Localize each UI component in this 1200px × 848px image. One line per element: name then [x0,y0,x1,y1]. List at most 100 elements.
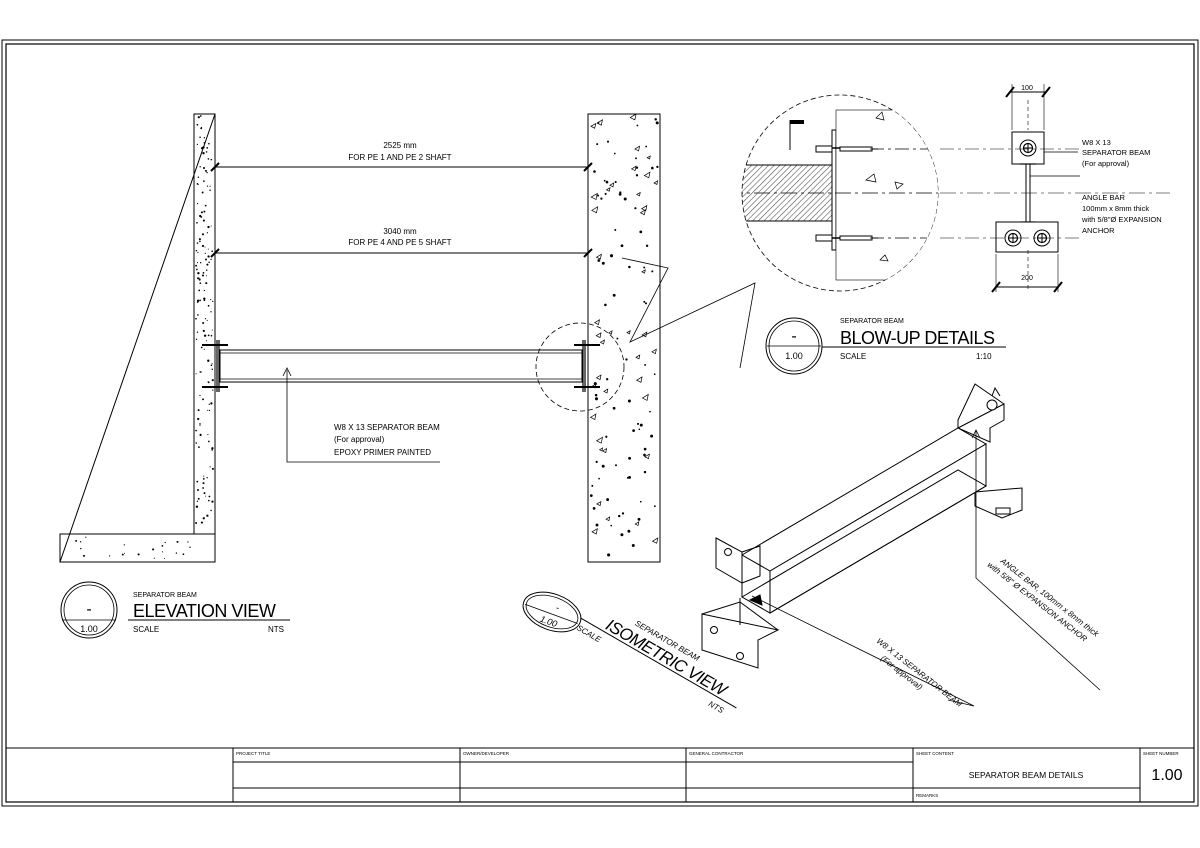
concrete-speckle [632,429,635,432]
concrete-speckle [654,505,656,508]
concrete-speckle [206,185,209,187]
concrete-speckle [195,505,199,508]
concrete-speckle [197,497,200,500]
concrete-speckle [210,299,212,301]
concrete-speckle [207,304,210,307]
concrete-speckle [206,477,208,479]
concrete-speckle [197,409,200,412]
concrete-speckle [650,166,654,170]
concrete-speckle [635,174,639,177]
dim2-note: FOR PE 4 AND PE 5 SHAFT [348,238,451,247]
concrete-speckle [639,423,643,427]
concrete-speckle [199,166,201,168]
aggregate-mark [595,332,602,339]
isometric-angle-note: ANGLE BAR, 100mm x 8mm thick with 5/8" Ø… [986,556,1101,644]
concrete-speckle [211,447,214,450]
aggregate-mark [603,388,609,394]
concrete-speckle [164,541,166,544]
concrete-speckle [206,263,209,266]
concrete-speckle [643,300,646,303]
concrete-speckle [207,381,209,383]
concrete-speckle [591,484,594,487]
concrete-speckle [199,115,202,117]
concrete-speckle [199,433,202,436]
concrete-speckle [604,192,607,195]
concrete-speckle [199,136,201,138]
concrete-speckle [211,368,214,371]
blowup-title: - 1.00 SEPARATOR BEAM BLOW-UP DETAILS SC… [765,317,1006,375]
concrete-speckle [202,482,205,485]
aggregate-mark [596,119,603,126]
concrete-speckle [650,434,654,438]
concrete-speckle [211,467,214,470]
concrete-speckle [195,338,198,340]
concrete-speckle [199,214,202,218]
concrete-speckle [592,507,596,510]
concrete-speckle [161,551,164,553]
concrete-speckle [210,364,213,367]
aggregate-mark [608,330,613,335]
concrete-speckle [195,442,198,444]
concrete-speckle [121,553,124,556]
aggregate-mark [595,374,602,381]
concrete-speckle [196,301,199,303]
concrete-speckle [198,289,201,292]
dim1-value: 2525 mm [383,141,417,150]
aggregate-mark [635,376,643,383]
concrete-speckle [123,544,125,546]
elevation-sheet-ref: 1.00 [80,624,98,634]
inner-border [5,43,1195,803]
elevation-scale-label: SCALE [133,625,159,634]
concrete-speckle [205,258,207,261]
aggregate-mark [590,192,598,201]
concrete-speckle [197,489,199,491]
separator-beam [219,349,583,383]
concrete-speckle [202,487,205,489]
concrete-speckle [643,447,647,451]
concrete-speckle [199,282,202,285]
aggregate-mark [653,180,659,185]
concrete-speckle [206,319,208,321]
aggregate-mark [641,269,646,274]
footer-project-title-label: PROJECT TITLE [236,751,270,756]
concrete-speckle [200,211,203,214]
concrete-speckle [202,329,205,333]
aggregate-mark [596,500,602,507]
concrete-speckle [211,329,213,331]
aggregate-mark [609,182,615,188]
concrete-speckle [202,166,206,170]
iso-scale-value: NTS [707,699,726,715]
concrete-speckle [197,277,200,280]
concrete-speckle [619,191,622,194]
outer-border [1,39,1199,807]
aggregate-mark [589,413,597,421]
concrete-speckle [197,417,200,421]
concrete-speckle [609,254,614,258]
concrete-speckle [612,293,616,297]
aggregate-mark [605,187,611,192]
blowup-beam-note-3: (For approval) [1082,159,1130,168]
concrete-speckle [209,189,211,191]
concrete-speckle [203,141,206,144]
concrete-speckle [645,145,648,148]
concrete-speckle [206,232,209,234]
concrete-speckle [203,289,206,292]
concrete-speckle [596,143,599,146]
concrete-speckle [195,264,198,267]
concrete-speckle [614,229,617,231]
aggregate-mark [590,122,597,129]
concrete-speckle [204,318,207,320]
concrete-speckle [605,180,609,184]
dim1-note: FOR PE 1 AND PE 2 SHAFT [348,153,451,162]
aggregate-mark [103,534,109,540]
concrete-speckle [627,399,631,403]
blowup-beam-note-2: SEPARATOR BEAM [1082,148,1150,157]
elevation-subtitle: SEPARATOR BEAM [133,592,197,599]
concrete-speckle [207,440,210,443]
concrete-speckle [211,363,213,365]
concrete-speckle [207,334,210,337]
concrete-speckle [202,517,205,520]
concrete-speckle [603,179,606,182]
aggregate-mark [593,319,600,326]
